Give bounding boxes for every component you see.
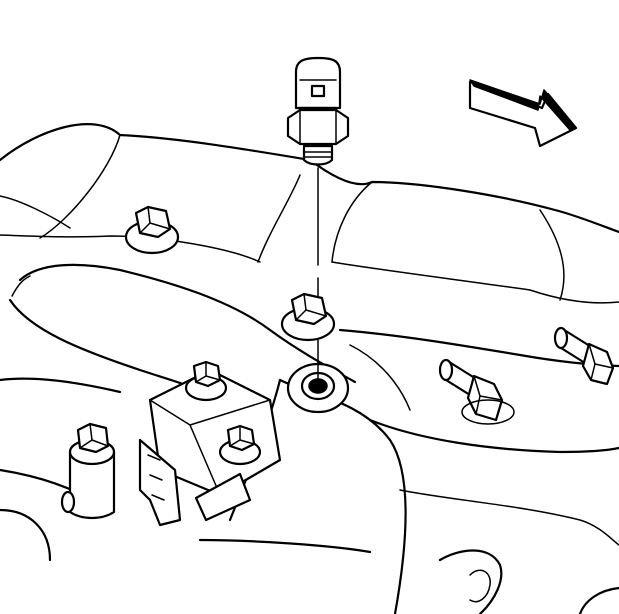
hex-bolt-icon xyxy=(280,292,336,342)
hex-bolt-icon xyxy=(124,205,180,255)
sensor-thread xyxy=(302,144,334,166)
hex-bolt-icon xyxy=(60,422,116,520)
pressure-sensor-icon xyxy=(286,56,350,166)
direction-arrow-icon xyxy=(468,79,578,148)
stud-bolt-icon xyxy=(553,326,615,386)
hex-bolt-icon xyxy=(218,424,262,466)
engine-cover xyxy=(0,123,619,304)
hex-bolt-icon xyxy=(184,360,228,402)
sensor-hex-nut xyxy=(286,108,350,146)
stud-bolt-icon xyxy=(438,358,515,425)
electrical-connector-icon xyxy=(138,360,282,527)
